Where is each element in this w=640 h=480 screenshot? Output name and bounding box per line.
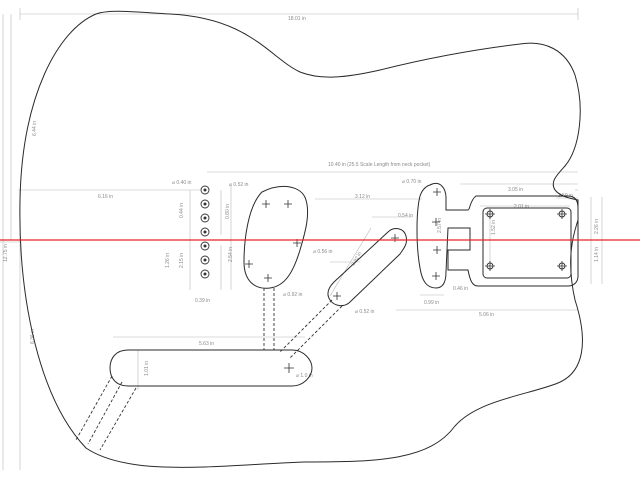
neck-pocket-half-label: 1.14 in: [594, 247, 600, 262]
bridge-slot-width-label: 0.54 in: [398, 213, 413, 219]
pickup-hole-diameter-label: ⌀ 0.52 in: [229, 182, 249, 188]
routing-channel-1: [263, 288, 275, 350]
bridge-slot-length-label: 2.57 in: [437, 218, 443, 233]
knob-4: [200, 227, 210, 237]
bridge-plate: [416, 183, 579, 289]
neck-pocket-width-label: 2.01 in: [514, 204, 529, 210]
control-cavity-height-label: 1.01 in: [144, 361, 150, 376]
upper-height-label: 6.44 in: [32, 121, 38, 136]
control-cavity: [109, 349, 313, 387]
bridge-pickup-slot: [327, 228, 407, 307]
knob-diameter-label: ⌀ 0.40 in: [172, 180, 192, 186]
routing-channel-3: [75, 375, 137, 451]
knob-7: [200, 269, 210, 279]
bridge-small-2-label: 0.99 in: [424, 300, 439, 306]
control-lower-hole-label: ⌀ 0.52 in: [355, 309, 375, 315]
overall-width-label: 18.01 in: [288, 16, 306, 22]
bridge-plate-crosshairs: [432, 188, 441, 280]
knob-2: [200, 199, 210, 209]
control-cavity-width-label: 5.63 in: [199, 341, 214, 347]
neck-pocket-offset-label: 3.05 in: [508, 187, 523, 193]
knob-column: [200, 185, 210, 279]
total-height-label: 12.75 in: [3, 244, 9, 262]
dimension-lines: [0, 8, 603, 470]
neck-pickup-hole-label: ⌀ 0.56 in: [313, 249, 333, 255]
pickup-lower-hole-label: ⌀ 0.92 in: [283, 292, 303, 298]
neck-pocket: [482, 207, 572, 279]
knob-6: [200, 255, 210, 265]
knob-5: [200, 241, 210, 251]
routing-channel-2: [279, 299, 343, 359]
neck-pickup-height-label: 2.54 in: [228, 247, 234, 262]
bridge-to-pocket-label: 5.06 in: [479, 312, 494, 318]
knob-total-label: 2.15 in: [179, 253, 185, 268]
neck-pickup-crosshairs: [245, 200, 301, 282]
bridge-small-1-label: 0.46 in: [453, 286, 468, 292]
neck-pickup-cavity: [243, 185, 309, 289]
control-cavity-hole-label: ⌀ 1.0 in: [296, 373, 313, 379]
knob-row-height-label: 0.80 in: [225, 204, 231, 219]
tuner-offset-label: 6.16 in: [98, 194, 113, 200]
neck-pocket-inner-label: 1.52 in: [491, 220, 497, 235]
body-outline: [19, 10, 583, 468]
knob-row-width-label: 0.39 in: [195, 298, 210, 304]
slot-to-bridge-label: 3.12 in: [355, 194, 370, 200]
dimension-labels: 18.01 in 6.44 in 6.36 in 12.75 in 10.40 …: [3, 16, 600, 379]
scale-length-label: 10.40 in (25.5 Scale Length from neck po…: [328, 162, 431, 168]
neck-pocket-height-label: 2.26 in: [594, 219, 600, 234]
knob-spacing-label: 0.44 in: [179, 203, 185, 218]
knob-lower-spacing-label: 1.26 in: [165, 253, 171, 268]
bridge-hole-diameter-label: ⌀ 0.70 in: [402, 179, 422, 185]
knob-3: [200, 213, 210, 223]
knob-1: [200, 185, 210, 195]
